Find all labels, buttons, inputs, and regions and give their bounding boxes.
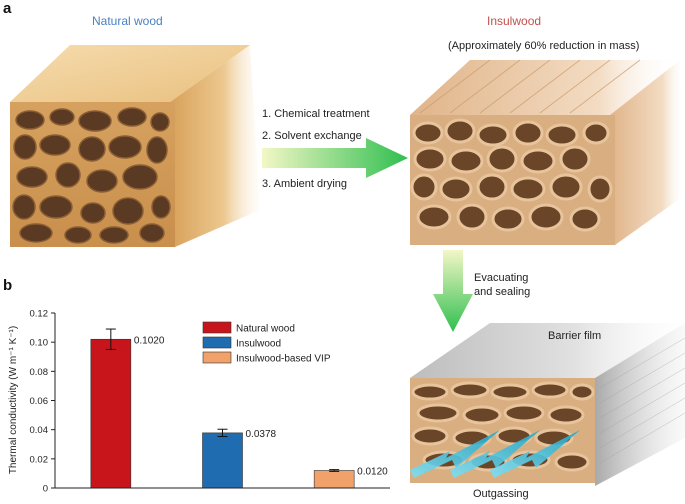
panel-a-letter: a <box>3 0 12 17</box>
bar-value-label: 0.0378 <box>246 429 277 440</box>
bar-value-label: 0.0120 <box>357 467 388 478</box>
sealing-label: and sealing <box>474 286 531 298</box>
y-tick-label: 0 <box>43 484 48 495</box>
mass-reduction-note: (Approximately 60% reduction in mass) <box>448 40 640 52</box>
bar-1 <box>202 432 243 489</box>
y-axis-label: Thermal conductivity (W m⁻¹ K⁻¹) <box>8 326 19 474</box>
legend-label: Natural wood <box>236 324 295 335</box>
y-tick-label: 0.06 <box>30 396 49 407</box>
panel-b-letter: b <box>3 277 13 294</box>
y-tick-label: 0.10 <box>30 338 49 349</box>
step-solvent-exchange: 2. Solvent exchange <box>262 130 362 142</box>
y-tick-label: 0.02 <box>30 454 49 465</box>
y-tick-label: 0.08 <box>30 367 49 378</box>
bar-0 <box>90 338 132 489</box>
step-ambient-drying: 3. Ambient drying <box>262 178 347 190</box>
legend-label: Insulwood <box>236 339 281 350</box>
outgassing-label: Outgassing <box>473 488 529 500</box>
outgassing-arrows <box>410 430 580 478</box>
thermal-conductivity-chart: Thermal conductivity (W m⁻¹ K⁻¹) 0 0.02 0.… <box>8 309 390 495</box>
bar-2 <box>313 470 355 489</box>
insulwood-label: Insulwood <box>487 14 542 28</box>
process-arrow <box>262 138 408 178</box>
bar-value-label: 0.1020 <box>134 335 165 346</box>
legend-swatch <box>202 321 232 334</box>
legend-swatch <box>202 336 232 349</box>
y-tick-label: 0.12 <box>30 309 49 320</box>
step-chemical-treatment: 1. Chemical treatment <box>262 108 370 120</box>
vip-barrier-film-illustration <box>410 323 685 486</box>
evacuating-arrow <box>433 250 473 332</box>
legend-label: Insulwood-based VIP <box>236 354 331 365</box>
natural-wood-block-illustration <box>10 45 260 247</box>
barrier-film-label: Barrier film <box>548 330 602 342</box>
y-tick-label: 0.04 <box>30 425 49 436</box>
natural-wood-label: Natural wood <box>92 14 163 28</box>
insulwood-block-illustration <box>410 59 685 245</box>
legend-swatch <box>202 351 232 364</box>
evacuating-label: Evacuating <box>474 272 529 284</box>
